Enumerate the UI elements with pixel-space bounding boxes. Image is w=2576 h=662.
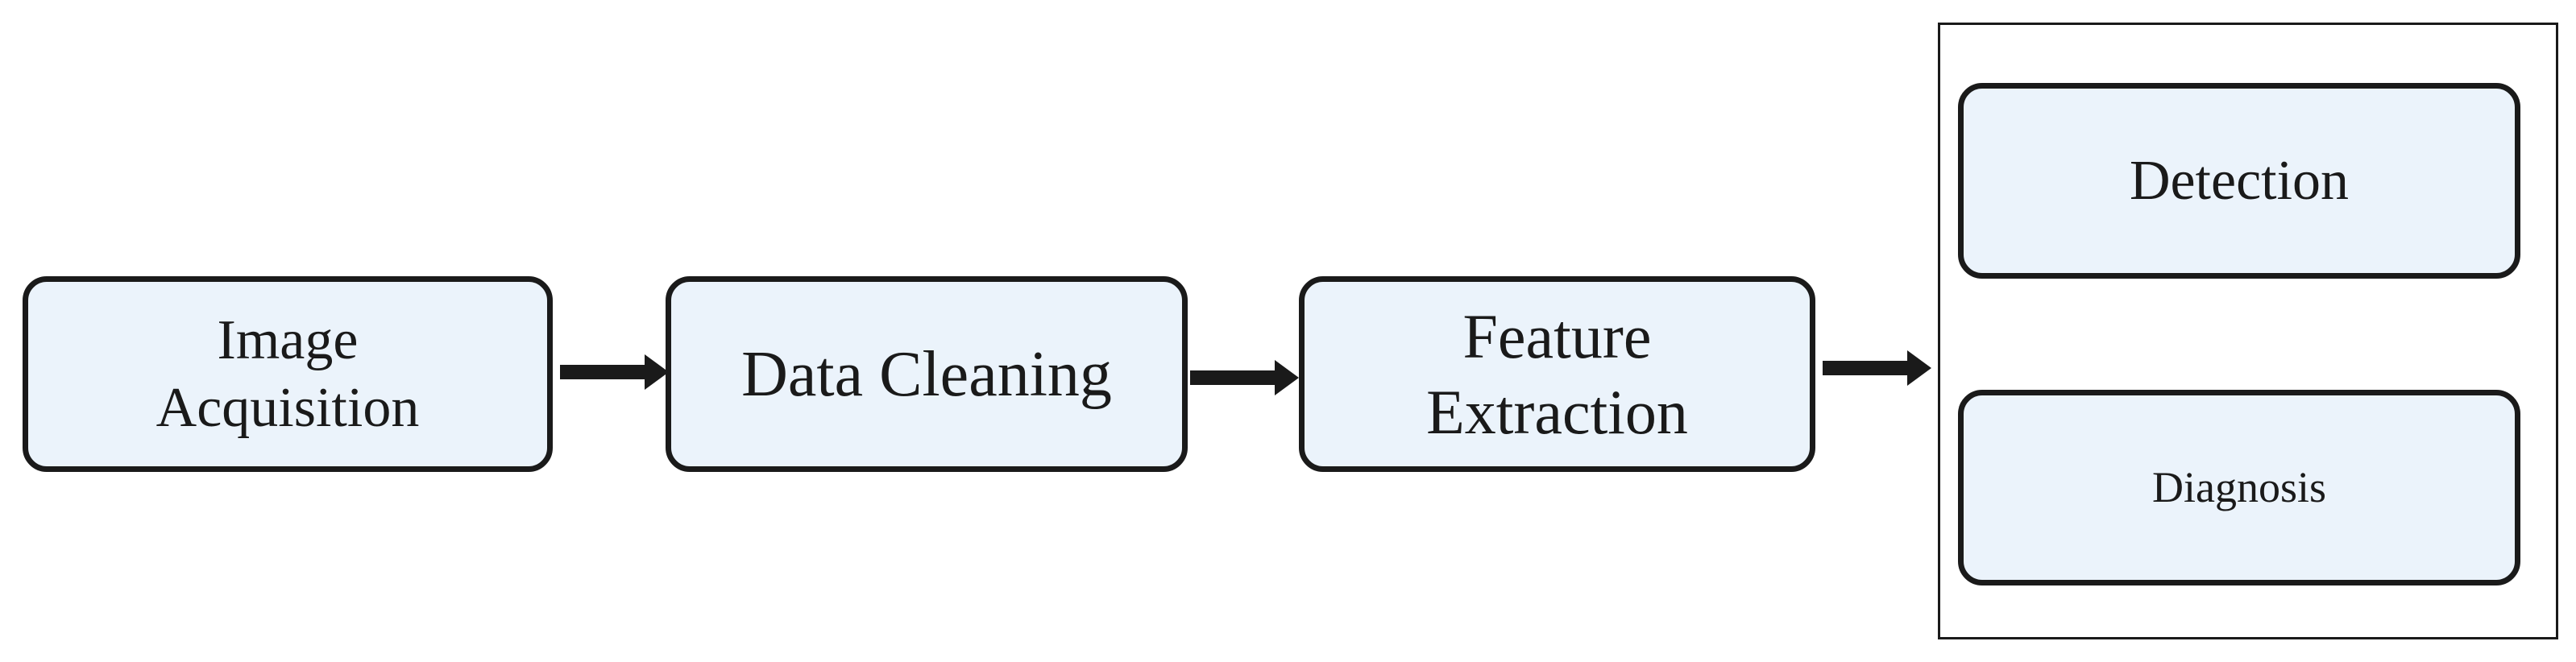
feature-extraction-label: Feature Extraction xyxy=(1426,300,1688,447)
detection-box: Detection xyxy=(1958,83,2520,279)
arrow-cleaning-to-extraction xyxy=(1190,360,1299,395)
data-cleaning-label: Data Cleaning xyxy=(741,338,1112,410)
image-acquisition-label: Image Acquisition xyxy=(156,308,420,439)
data-cleaning-box: Data Cleaning xyxy=(666,276,1188,472)
arrow-extraction-to-outputs xyxy=(1823,350,1931,386)
arrow-acquisition-to-cleaning xyxy=(560,354,669,390)
diagnosis-label: Diagnosis xyxy=(2152,463,2326,512)
diagnosis-box: Diagnosis xyxy=(1958,390,2520,585)
feature-extraction-box: Feature Extraction xyxy=(1299,276,1815,472)
detection-label: Detection xyxy=(2129,149,2350,212)
image-acquisition-box: Image Acquisition xyxy=(23,276,553,472)
